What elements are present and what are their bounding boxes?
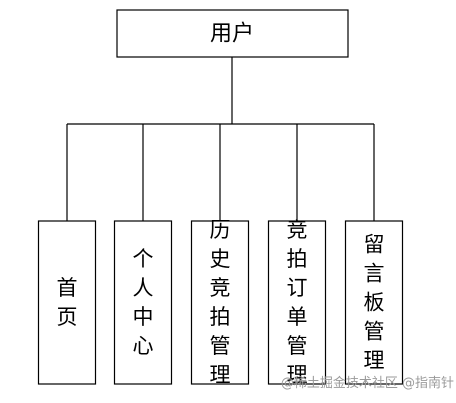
- child-label: 留言板管理: [364, 233, 385, 373]
- child-node: 留言板管理: [344, 220, 404, 385]
- child-label: 首页: [57, 276, 78, 329]
- watermark: @稀土掘金技术社区 @指南针: [280, 376, 454, 391]
- child-label: 历史竞拍管理: [210, 218, 231, 387]
- child-label: 竞拍订单管理: [287, 218, 308, 387]
- root-node: 用户: [116, 9, 349, 58]
- root-label: 用户: [210, 22, 254, 47]
- child-node: 个人中心: [113, 220, 173, 385]
- child-box: [267, 220, 327, 385]
- child-box: [344, 220, 404, 385]
- child-box: [190, 220, 250, 385]
- child-nodes: 首页 个人中心 历史竞拍管理 竞拍订单管理 留言板管理: [37, 218, 404, 387]
- child-label: 个人中心: [133, 247, 154, 358]
- child-node: 历史竞拍管理: [190, 218, 250, 387]
- child-box: [113, 220, 173, 385]
- child-node: 竞拍订单管理: [267, 218, 327, 387]
- child-node: 首页: [37, 220, 97, 385]
- child-box: [37, 220, 97, 385]
- root-box: [116, 9, 349, 58]
- connectors: [66, 57, 375, 221]
